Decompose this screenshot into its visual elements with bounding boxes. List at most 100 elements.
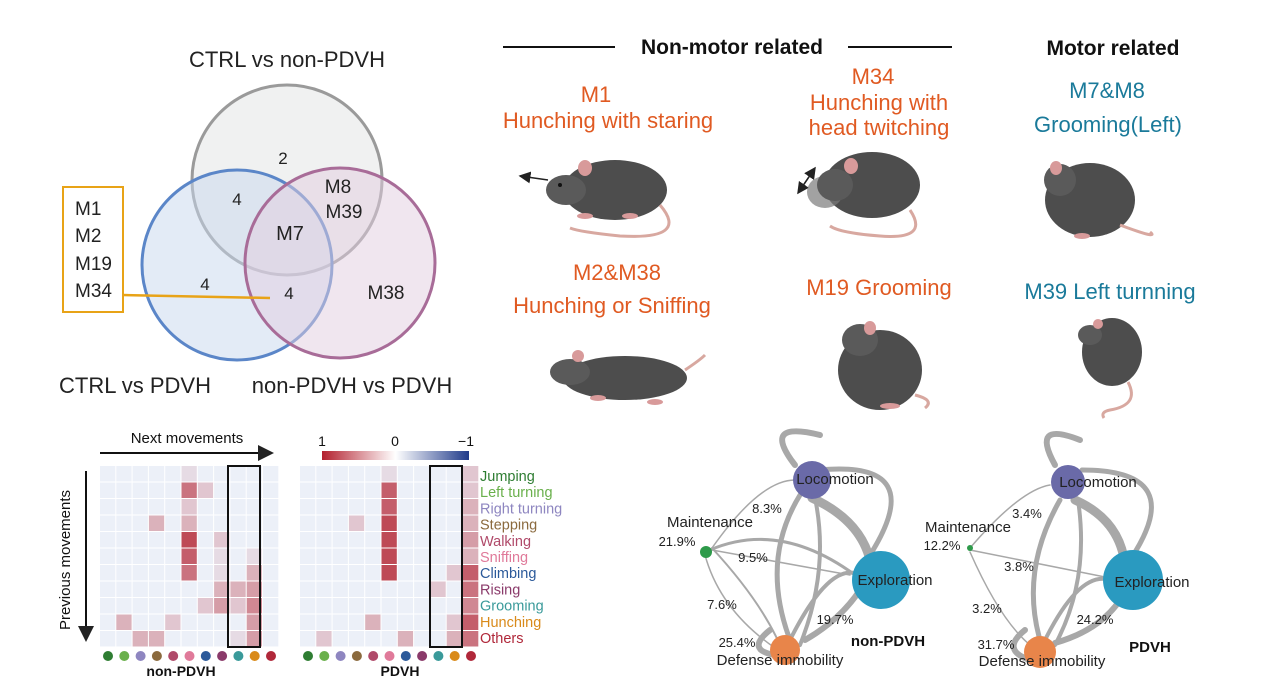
heatmap-cell — [132, 548, 148, 564]
movement-color-dot — [449, 651, 460, 661]
venn-callout-box — [62, 186, 124, 313]
heatmap-cell — [197, 482, 214, 498]
heatmap-cell — [100, 532, 116, 548]
movement-color-dot — [368, 651, 379, 661]
heatmap-cell — [463, 482, 479, 498]
venn-circle-right — [243, 166, 437, 360]
heatmap-cell — [230, 565, 246, 581]
heatmap-cell — [148, 548, 165, 564]
heatmap-cell — [316, 515, 332, 531]
network-non-pdvh-node-locomotion — [793, 461, 831, 499]
heatmap-cell — [463, 532, 479, 548]
heatmap-cell — [300, 581, 316, 597]
heatmap-cell — [132, 598, 148, 614]
heatmap-cell — [446, 482, 462, 498]
movement-color-dot — [384, 651, 395, 661]
network-non-pdvh-pct-maint-self: 21.9% — [659, 534, 696, 549]
heatmap-cell — [246, 614, 262, 630]
heatmap-cell — [365, 532, 381, 548]
movement-color-dot — [351, 651, 362, 661]
heatmap-cell — [230, 614, 246, 630]
heatmap-cell — [348, 532, 365, 548]
heatmap-cell — [116, 614, 132, 630]
heatmap-cell — [397, 515, 414, 531]
heatmap-cell — [397, 548, 414, 564]
heatmap-cell — [197, 532, 214, 548]
network-non-pdvh-label-defense: Defense immobility — [717, 652, 844, 669]
heatmap-cell — [132, 482, 148, 498]
heatmap-cell — [148, 466, 165, 482]
heatmap-cell — [348, 515, 365, 531]
heatmap-cell — [165, 548, 181, 564]
heatmap-cell — [414, 598, 430, 614]
heatmap-cell — [197, 565, 214, 581]
heatmap-cell — [230, 515, 246, 531]
heatmap-cell — [100, 466, 116, 482]
heatmap-cell — [332, 614, 348, 630]
network-non-pdvh-pct-maint-def: 7.6% — [707, 597, 737, 612]
heatmap-cell — [263, 548, 279, 564]
network-pdvh-title: PDVH — [1129, 639, 1171, 656]
heatmap-cell — [246, 548, 262, 564]
heatmap-cell — [214, 614, 230, 630]
heatmap-cell — [116, 565, 132, 581]
heatmap-cell — [165, 466, 181, 482]
movement-color-dot — [249, 651, 260, 661]
movement-color-dot — [168, 651, 179, 661]
venn-region-top-right-2: M39 — [326, 202, 363, 223]
network-non-pdvh-title: non-PDVH — [851, 633, 925, 650]
heatmap-cell — [181, 614, 197, 630]
heatmap-cell — [148, 515, 165, 531]
heatmap-cell — [300, 598, 316, 614]
heatmap-cell — [148, 598, 165, 614]
heatmap-cell — [181, 532, 197, 548]
network-pdvh-pct-maint-self: 12.2% — [924, 538, 961, 553]
heatmap-cell — [300, 499, 316, 515]
color-scale-min: −1 — [458, 433, 474, 449]
network-non-pdvh-label-locomotion: Locomotion — [796, 471, 874, 488]
network-pdvh-label-maintenance: Maintenance — [925, 519, 1011, 536]
heatmap-cell — [316, 499, 332, 515]
heatmap-cell — [300, 515, 316, 531]
m39-label: M39 Left turnning — [1024, 279, 1195, 304]
heatmap-cell — [414, 532, 430, 548]
mouse-m1-image — [518, 160, 671, 238]
heatmap-pdvh — [300, 466, 479, 647]
heatmap-cell — [430, 581, 446, 597]
heatmap-cell — [397, 598, 414, 614]
heatmap-cell — [197, 581, 214, 597]
m34-code: M34 — [852, 64, 895, 89]
network-non-pdvh: Locomotion Maintenance Exploration Defen… — [659, 428, 933, 669]
heatmap-cell — [263, 581, 279, 597]
heatmap-cell — [230, 532, 246, 548]
heatmap-cell — [316, 532, 332, 548]
heatmap-cell — [263, 614, 279, 630]
heatmap-cell — [132, 631, 148, 647]
heatmap-cell — [132, 499, 148, 515]
network-pdvh: Locomotion Maintenance Exploration Defen… — [924, 430, 1190, 670]
heatmap-cell — [446, 548, 462, 564]
heatmap-cell — [181, 499, 197, 515]
venn-region-top-only: 2 — [278, 149, 287, 168]
heatmap-cell — [116, 499, 132, 515]
network-pdvh-node-exploration — [1103, 550, 1163, 610]
heatmap-cell — [430, 565, 446, 581]
heatmap-cell — [332, 565, 348, 581]
movement-color-dot — [217, 651, 228, 661]
heatmap-cell — [397, 565, 414, 581]
network-non-pdvh-node-defense — [770, 635, 800, 665]
heatmap-cell — [246, 565, 262, 581]
heatmap-cell — [430, 598, 446, 614]
heatmap-cell — [414, 631, 430, 647]
heatmap-cell — [300, 565, 316, 581]
heatmap-cell — [446, 499, 462, 515]
heatmap-cell — [463, 614, 479, 630]
venn-label-top: CTRL vs non-PDVH — [189, 47, 385, 72]
heatmap-cell — [165, 598, 181, 614]
venn-diagram: CTRL vs non-PDVH CTRL vs PDVH non-PDVH v… — [59, 47, 452, 398]
movement-color-dot — [417, 651, 428, 661]
heatmap-cell — [316, 581, 332, 597]
color-scale-mid: 0 — [391, 433, 399, 449]
movement-legend-item: Climbing — [480, 566, 536, 582]
heatmap-cell — [214, 532, 230, 548]
